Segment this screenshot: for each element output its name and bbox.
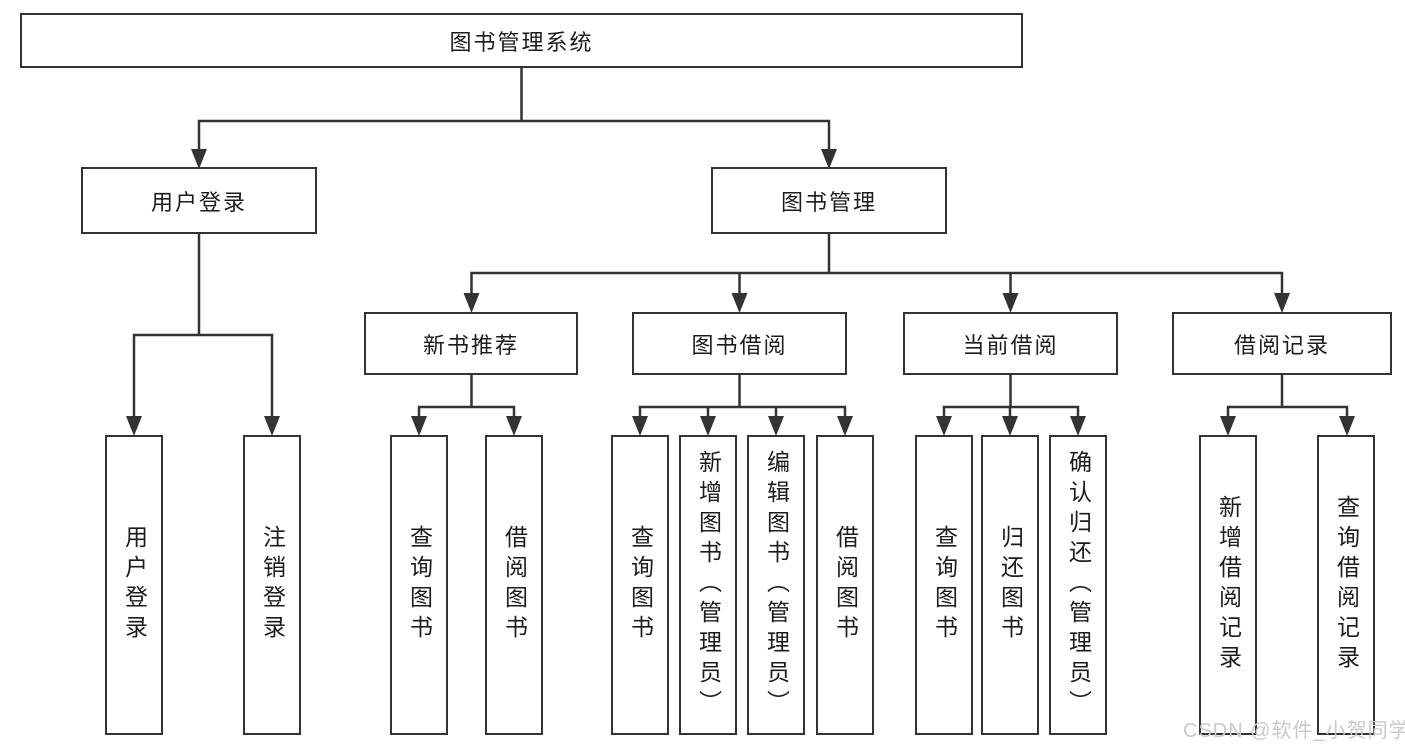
- node-label: 编辑图书（管理员）: [763, 450, 790, 720]
- node-label: 新增图书（管理员）: [695, 450, 722, 720]
- node-label: 图书管理系统: [449, 29, 594, 55]
- node-label: 查询图书: [931, 525, 958, 645]
- leaf-query-books-recommend: 查询图书: [390, 435, 448, 735]
- node-label: 借阅图书: [501, 525, 528, 645]
- node-borrowing-records: 借阅记录: [1172, 312, 1392, 375]
- node-current-borrowing: 当前借阅: [903, 312, 1118, 375]
- node-new-book-recommendation: 新书推荐: [364, 312, 578, 375]
- leaf-edit-book-admin: 编辑图书（管理员）: [747, 435, 805, 735]
- leaf-query-books-borrow: 查询图书: [611, 435, 669, 735]
- leaf-add-book-admin: 新增图书（管理员）: [679, 435, 737, 735]
- node-label: 借阅记录: [1233, 332, 1330, 358]
- leaf-add-borrow-record: 新增借阅记录: [1199, 435, 1257, 735]
- watermark: CSDN @软件_小贺同学: [1183, 720, 1405, 742]
- node-label: 查询图书: [627, 525, 654, 645]
- node-label: 用户登录: [150, 189, 247, 215]
- leaf-borrow-books: 借阅图书: [816, 435, 874, 735]
- node-label: 查询图书: [406, 525, 433, 645]
- node-book-borrowing: 图书借阅: [632, 312, 847, 375]
- node-label: 新增借阅记录: [1215, 495, 1242, 675]
- node-root-system: 图书管理系统: [20, 13, 1023, 68]
- connector-path: [132, 68, 1349, 420]
- node-label: 图书管理: [780, 189, 877, 215]
- node-label: 借阅图书: [832, 525, 859, 645]
- node-label: 注销登录: [259, 525, 286, 645]
- node-user-login: 用户登录: [81, 167, 317, 234]
- node-label: 用户登录: [121, 525, 148, 645]
- leaf-logout: 注销登录: [243, 435, 301, 735]
- node-label: 图书借阅: [691, 332, 788, 358]
- node-book-management: 图书管理: [711, 167, 947, 234]
- leaf-query-borrow-record: 查询借阅记录: [1317, 435, 1375, 735]
- node-label: 新书推荐: [422, 332, 519, 358]
- leaf-user-login: 用户登录: [105, 435, 163, 735]
- leaf-query-books-current: 查询图书: [915, 435, 973, 735]
- leaf-return-book: 归还图书: [981, 435, 1039, 735]
- node-label: 确认归还（管理员）: [1065, 450, 1092, 720]
- node-label: 查询借阅记录: [1333, 495, 1360, 675]
- leaf-confirm-return-admin: 确认归还（管理员）: [1049, 435, 1107, 735]
- node-label: 当前借阅: [962, 332, 1059, 358]
- node-label: 归还图书: [997, 525, 1024, 645]
- leaf-borrow-books-recommend: 借阅图书: [485, 435, 543, 735]
